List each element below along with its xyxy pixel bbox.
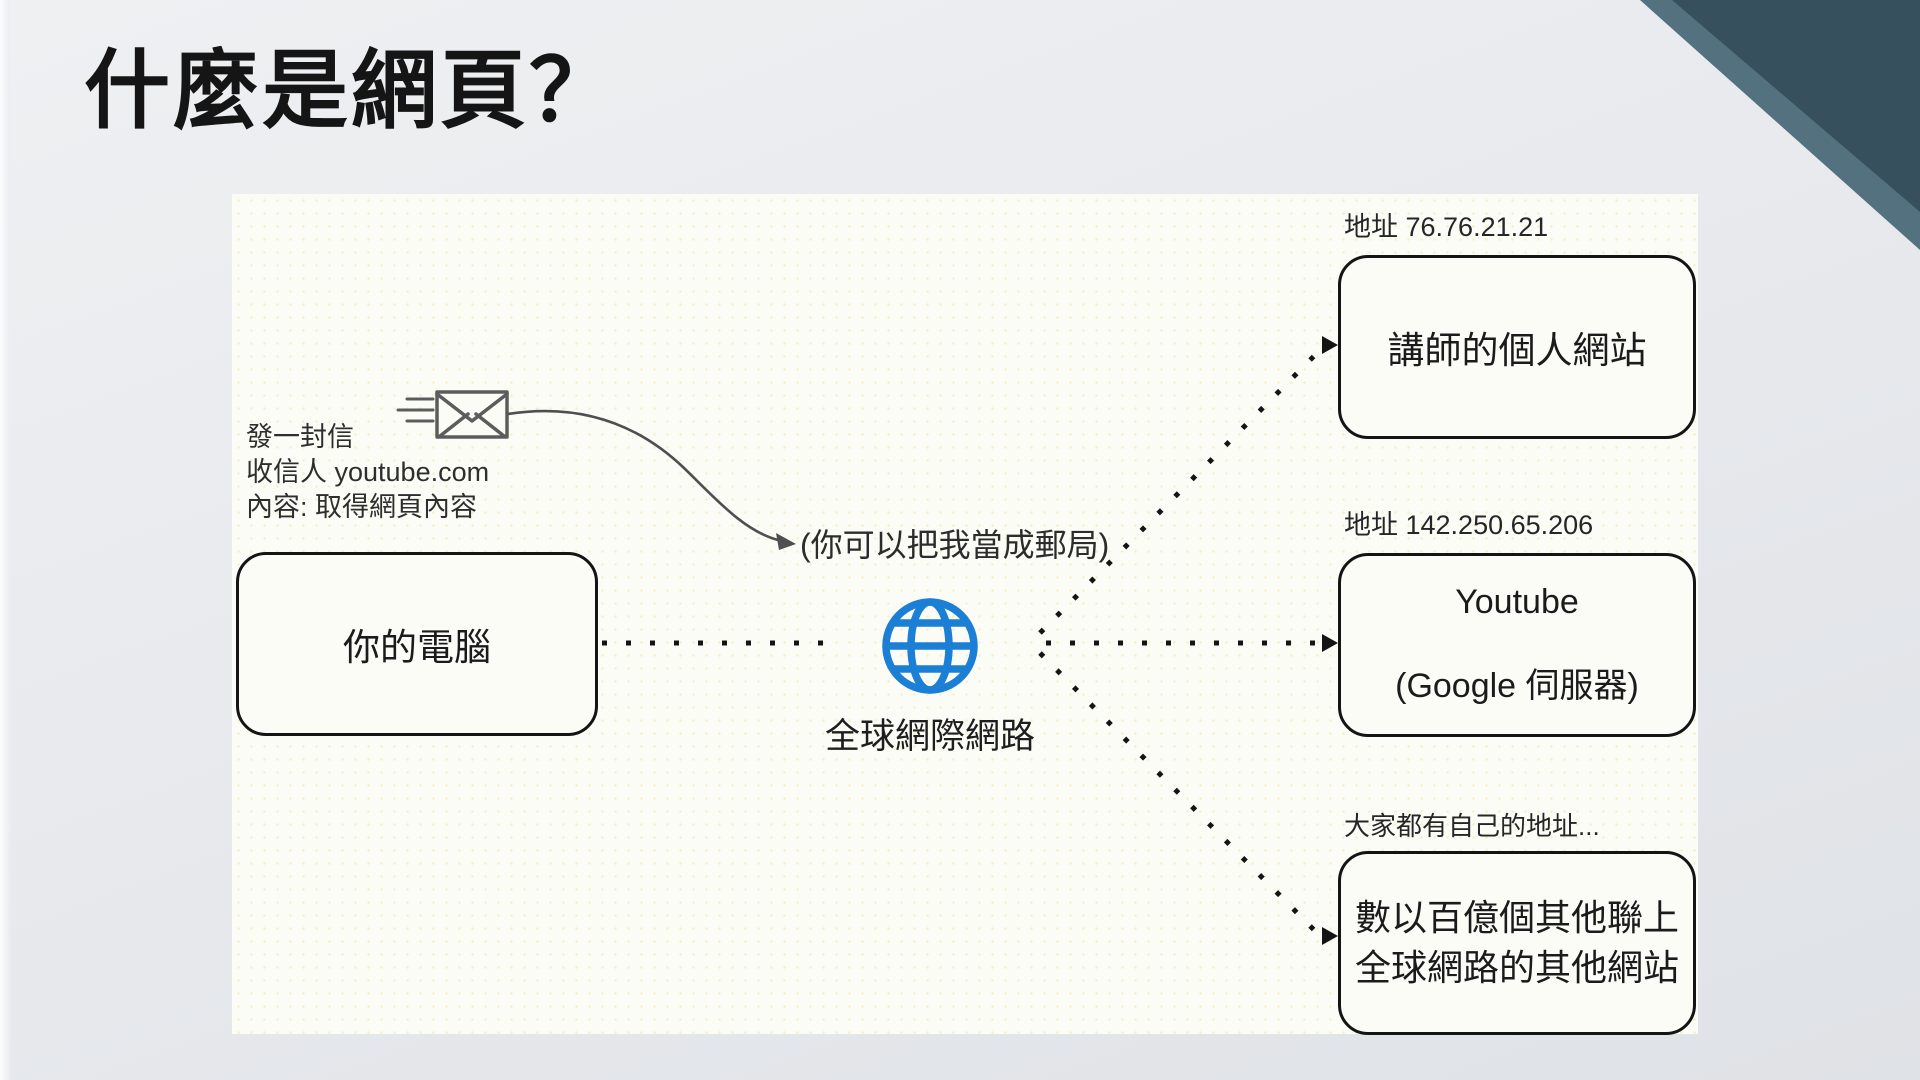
slide-title: 什麼是網頁？ [84,43,618,139]
node-your-computer-label: 你的電腦 [343,627,491,668]
address-label-youtube: 地址 142.250.65.206 [1344,510,1594,540]
node-youtube-line2: (Google 伺服器) [1395,667,1639,705]
mail-note-line1: 發一封信 [246,422,354,452]
node-your-computer: 你的電腦 [236,552,598,736]
mail-note: 發一封信 收信人 youtube.com 內容: 取得網頁內容 [246,420,489,525]
node-other-sites-line2: 全球網路的其他網站 [1354,947,1679,988]
node-other-sites: 數以百億個其他聯上 全球網路的其他網站 [1338,851,1696,1035]
node-other-sites-line1: 數以百億個其他聯上 [1354,897,1679,938]
node-teacher-site-label: 講師的個人網站 [1387,330,1647,371]
mail-note-line3: 內容: 取得網頁內容 [246,492,478,522]
postal-hint: (你可以把我當成郵局) [800,527,1110,563]
node-youtube: Youtube (Google 伺服器) [1338,553,1696,737]
address-label-teacher: 地址 76.76.21.21 [1344,212,1549,242]
internet-label: 全球網際網路 [824,717,1035,756]
mail-note-line2: 收信人 youtube.com [246,457,490,487]
address-label-others: 大家都有自己的地址... [1344,811,1600,841]
node-youtube-line1: Youtube [1455,583,1579,621]
node-teacher-site: 講師的個人網站 [1338,255,1696,439]
slide-edge-highlight [0,0,12,1080]
